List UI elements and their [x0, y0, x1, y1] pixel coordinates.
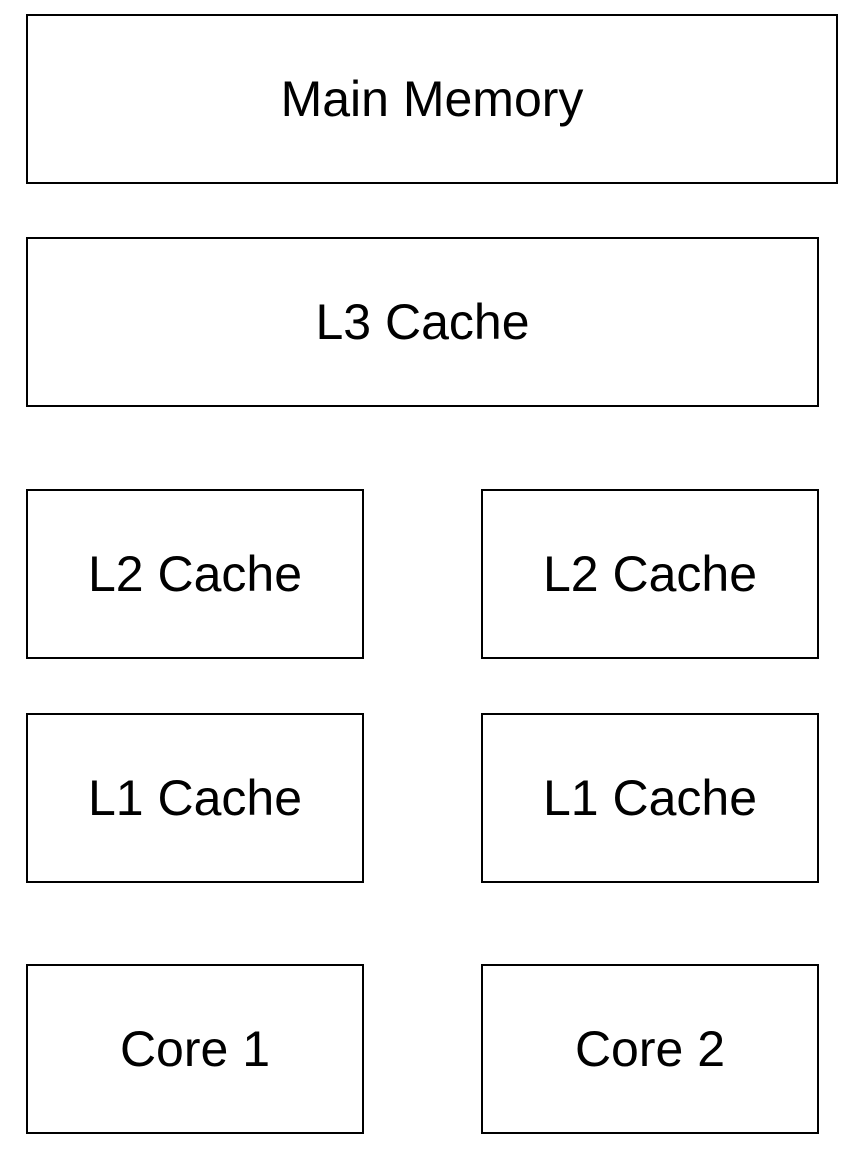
l2-cache-box-1: L2 Cache [26, 489, 364, 659]
main-memory-box: Main Memory [26, 14, 838, 184]
l3-cache-label: L3 Cache [315, 294, 530, 350]
core-2-box: Core 2 [481, 964, 819, 1134]
core-1-box: Core 1 [26, 964, 364, 1134]
l1-cache-label-2: L1 Cache [542, 770, 758, 826]
l3-cache-box: L3 Cache [26, 237, 819, 407]
l2-cache-box-2: L2 Cache [481, 489, 819, 659]
l1-cache-box-1: L1 Cache [26, 713, 364, 883]
l2-cache-label-1: L2 Cache [87, 546, 303, 602]
l1-cache-label-1: L1 Cache [87, 770, 303, 826]
core-1-label: Core 1 [119, 1021, 271, 1077]
l1-cache-box-2: L1 Cache [481, 713, 819, 883]
core-2-label: Core 2 [574, 1021, 726, 1077]
l2-cache-label-2: L2 Cache [542, 546, 758, 602]
main-memory-label: Main Memory [280, 71, 584, 127]
